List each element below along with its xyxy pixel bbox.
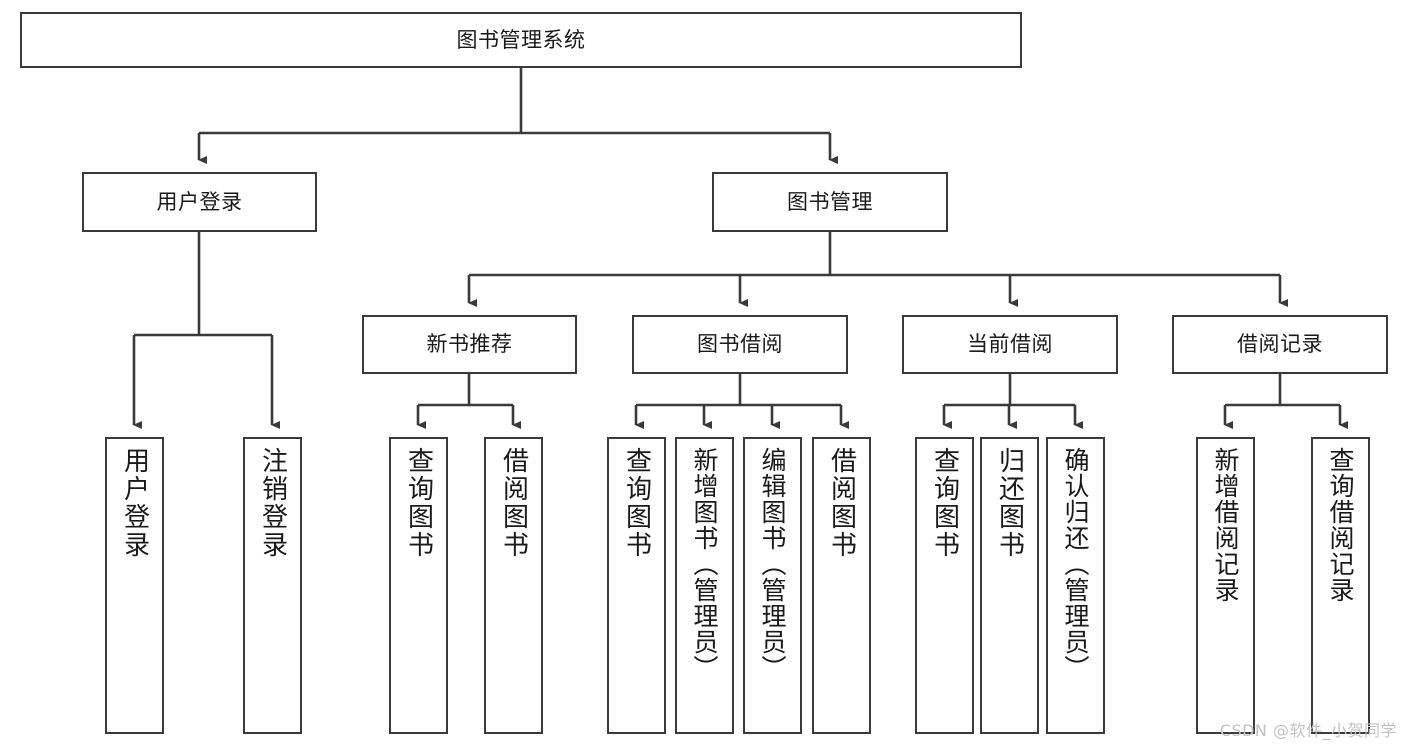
node-label: 新增借阅记录 xyxy=(1211,447,1240,603)
node-book-management[interactable]: 图书管理 xyxy=(712,172,948,232)
node-leaf-confirm-return[interactable]: 确认归还（管理员） xyxy=(1046,437,1105,734)
node-label: 归还图书 xyxy=(994,447,1025,559)
node-label: 注销登录 xyxy=(257,447,288,559)
node-book-borrow[interactable]: 图书借阅 xyxy=(632,315,848,374)
node-borrow-record[interactable]: 借阅记录 xyxy=(1172,315,1388,374)
node-leaf-user-login[interactable]: 用户登录 xyxy=(105,437,164,734)
node-label: 图书管理 xyxy=(787,189,873,214)
node-label: 用户登录 xyxy=(119,447,150,559)
node-label: 图书管理系统 xyxy=(456,27,586,52)
node-label: 用户登录 xyxy=(156,189,243,214)
node-label: 当前借阅 xyxy=(967,332,1053,357)
node-label: 图书借阅 xyxy=(697,332,783,357)
node-label: 新书推荐 xyxy=(426,332,513,357)
node-label: 编辑图书（管理员） xyxy=(758,447,787,681)
node-label: 借阅图书 xyxy=(498,447,529,559)
node-label: 新增图书（管理员） xyxy=(690,447,719,681)
node-leaf-borrow-book-2[interactable]: 借阅图书 xyxy=(812,437,871,734)
node-leaf-return-book[interactable]: 归还图书 xyxy=(980,437,1039,734)
node-leaf-query-book-1[interactable]: 查询图书 xyxy=(389,437,448,734)
node-current-borrow[interactable]: 当前借阅 xyxy=(902,315,1118,374)
node-leaf-add-book[interactable]: 新增图书（管理员） xyxy=(675,437,734,734)
node-label: 查询借阅记录 xyxy=(1326,447,1355,603)
node-leaf-borrow-book-1[interactable]: 借阅图书 xyxy=(484,437,543,734)
node-leaf-query-book-3[interactable]: 查询图书 xyxy=(915,437,974,734)
node-label: 借阅记录 xyxy=(1237,332,1323,357)
node-user-login[interactable]: 用户登录 xyxy=(82,172,317,232)
node-leaf-query-book-2[interactable]: 查询图书 xyxy=(607,437,666,734)
node-label: 借阅图书 xyxy=(826,447,857,559)
node-leaf-add-record[interactable]: 新增借阅记录 xyxy=(1196,437,1255,734)
node-new-book-recommend[interactable]: 新书推荐 xyxy=(362,315,577,374)
node-leaf-edit-book[interactable]: 编辑图书（管理员） xyxy=(743,437,802,734)
node-label: 确认归还（管理员） xyxy=(1061,447,1090,681)
node-root-book-management-system[interactable]: 图书管理系统 xyxy=(20,12,1022,68)
node-label: 查询图书 xyxy=(621,447,652,559)
node-label: 查询图书 xyxy=(403,447,434,559)
node-leaf-query-record[interactable]: 查询借阅记录 xyxy=(1311,437,1370,734)
node-label: 查询图书 xyxy=(929,447,960,559)
node-leaf-user-logout[interactable]: 注销登录 xyxy=(243,437,302,734)
